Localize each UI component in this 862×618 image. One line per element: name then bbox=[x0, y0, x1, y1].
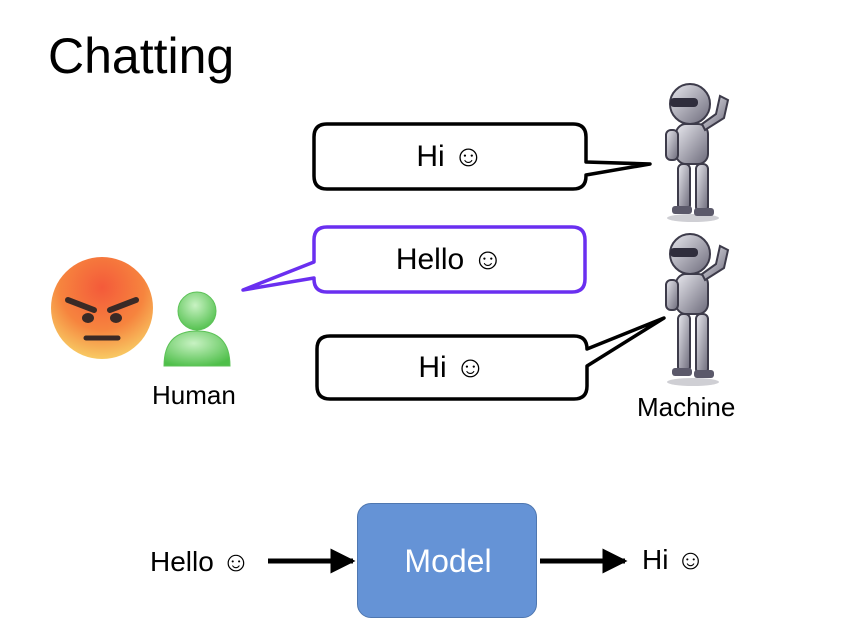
human-label: Human bbox=[152, 380, 236, 410]
angry-face-icon bbox=[51, 257, 153, 359]
flow-input-text: Hello ☺ bbox=[150, 546, 251, 577]
machine-label: Machine bbox=[637, 392, 736, 422]
bubble-text-human: Hello ☺ bbox=[395, 243, 504, 276]
flow-output-text: Hi ☺ bbox=[642, 544, 705, 575]
model-box: Model bbox=[357, 503, 537, 618]
bubble-text-machine-2: Hi ☺ bbox=[418, 351, 486, 384]
slide-title: Chatting bbox=[48, 28, 235, 84]
human-user-icon bbox=[163, 291, 231, 367]
speech-bubble-human bbox=[241, 225, 587, 294]
bubble-text-machine-1: Hi ☺ bbox=[416, 140, 484, 173]
speech-bubble-machine-2 bbox=[315, 316, 666, 401]
diagram-canvas bbox=[51, 83, 730, 574]
robot-icon-top bbox=[665, 83, 730, 222]
speech-bubble-machine-1 bbox=[312, 122, 652, 191]
model-label: Model bbox=[404, 543, 492, 579]
robot-icon-bottom bbox=[665, 233, 730, 386]
